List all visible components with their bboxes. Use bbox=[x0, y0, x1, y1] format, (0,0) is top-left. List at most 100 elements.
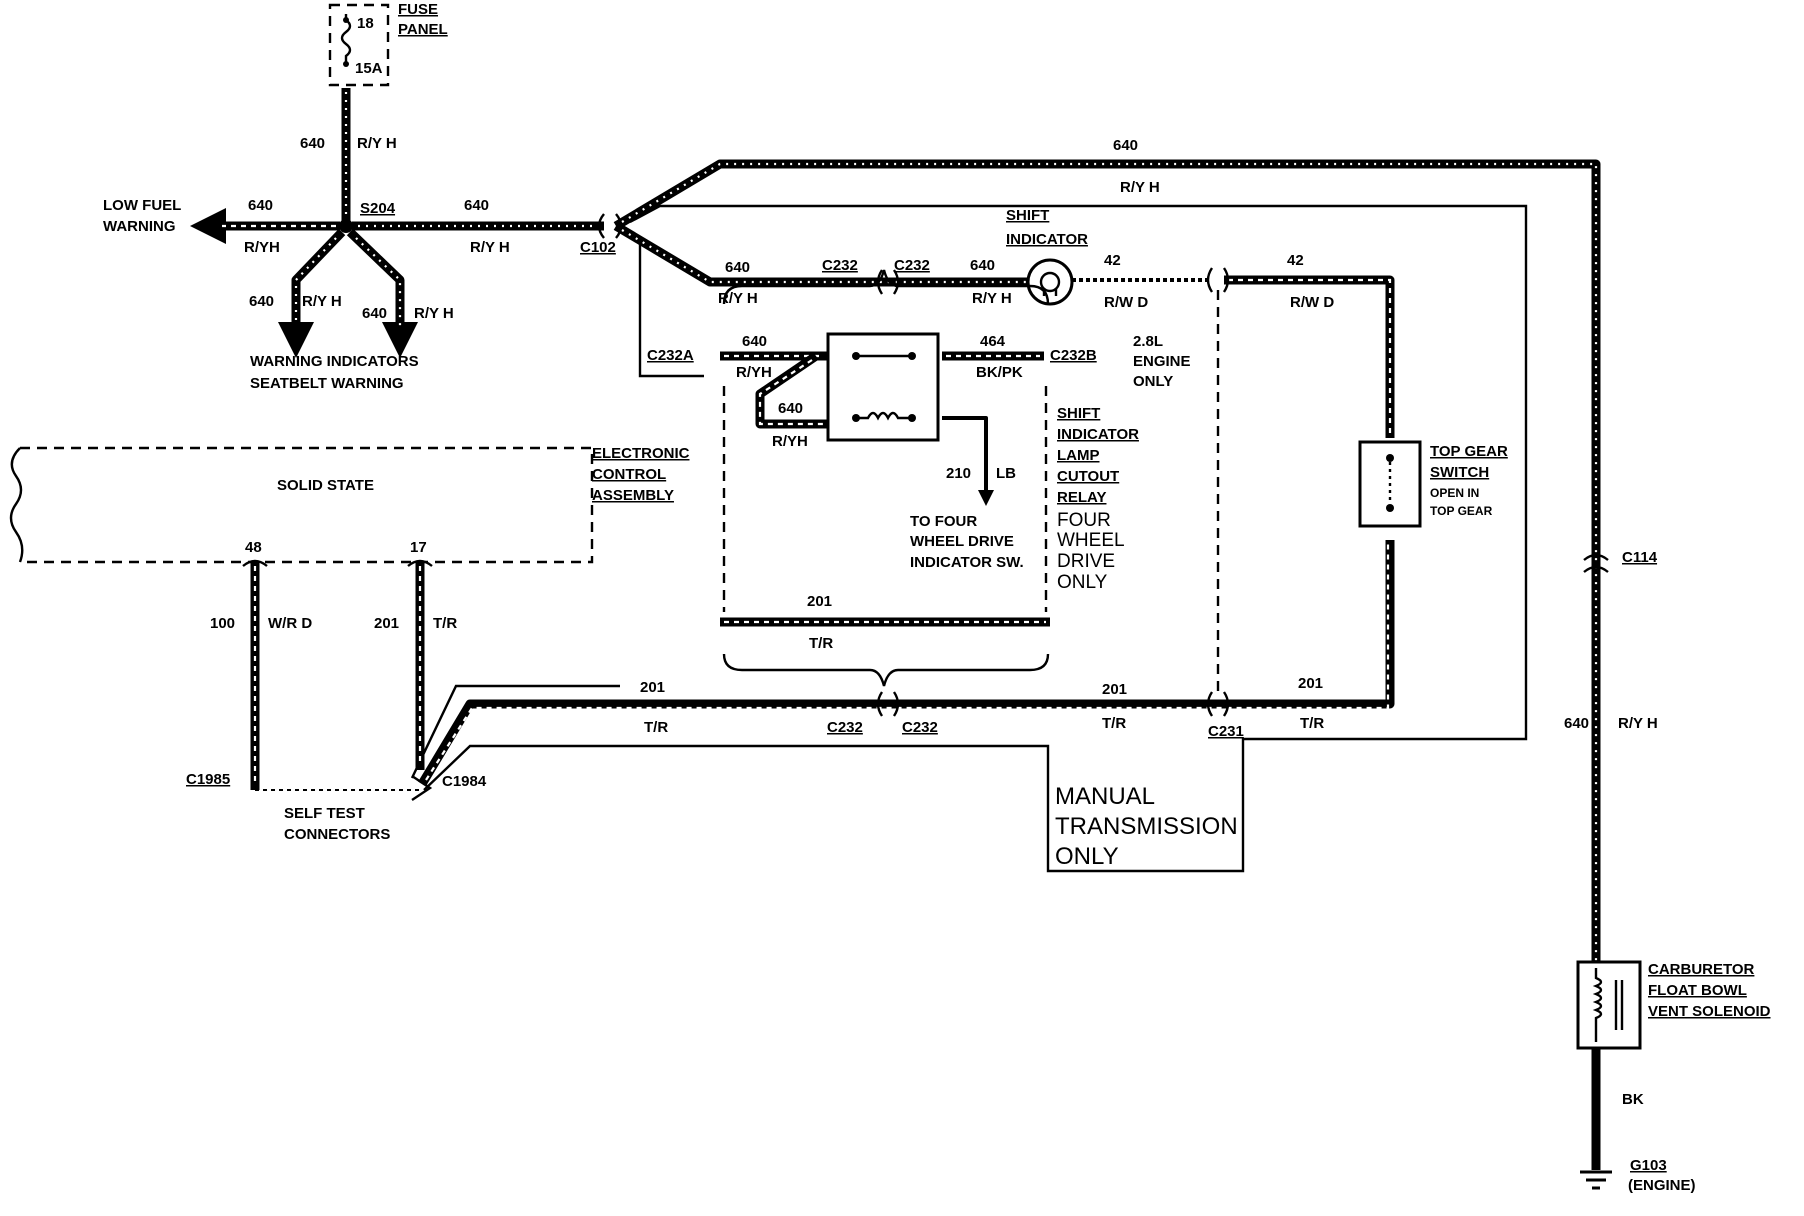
wire-color: T/R bbox=[433, 615, 457, 632]
splice-s204 bbox=[339, 219, 353, 233]
connector-c231-symbol bbox=[1206, 691, 1230, 717]
wire-number: 42 bbox=[1287, 252, 1304, 269]
shift-indicator-lamp bbox=[1026, 258, 1074, 306]
wire-number: 640 bbox=[362, 305, 387, 322]
eca-label: ELECTRONIC bbox=[592, 445, 690, 462]
wire-number: 100 bbox=[210, 615, 235, 632]
connector-c232: C232 bbox=[822, 257, 858, 274]
wire-color: R/Y H bbox=[302, 293, 342, 310]
shift-indicator-label-2: INDICATOR bbox=[1006, 231, 1088, 248]
connector-symbol bbox=[1206, 267, 1230, 293]
fwd-label-2: WHEEL bbox=[1057, 530, 1125, 551]
wire-number: 640 bbox=[778, 400, 803, 417]
manual-transmission-label-2: TRANSMISSION bbox=[1055, 813, 1238, 840]
wire-color: BK bbox=[1622, 1091, 1644, 1108]
relay-label-4: CUTOUT bbox=[1057, 468, 1119, 485]
wire-color: T/R bbox=[1102, 715, 1126, 732]
connector-c1984: C1984 bbox=[442, 773, 487, 790]
fuse-panel-label-2: PANEL bbox=[398, 21, 448, 38]
fuse-rating: 15A bbox=[355, 60, 383, 77]
wire-640-top-run bbox=[613, 159, 1601, 1126]
wire-number: 640 bbox=[464, 197, 489, 214]
fwd-label-4: ONLY bbox=[1057, 572, 1108, 593]
fwd-label-3: DRIVE bbox=[1057, 551, 1115, 572]
relay-label: SHIFT bbox=[1057, 405, 1100, 422]
splice-label: S204 bbox=[360, 200, 396, 217]
connector-c232-symbol bbox=[876, 691, 900, 717]
top-gear-label-2: SWITCH bbox=[1430, 464, 1489, 481]
low-fuel-label-2: WARNING bbox=[103, 218, 176, 235]
wire-color: R/Y H bbox=[972, 290, 1012, 307]
top-gear-label: TOP GEAR bbox=[1430, 443, 1508, 460]
eca-label-2: CONTROL bbox=[592, 466, 666, 483]
wire-640-warning-indicators bbox=[278, 228, 418, 358]
manual-transmission-outline bbox=[423, 204, 1528, 873]
connector-c114-symbol bbox=[1583, 553, 1609, 573]
wire-color: R/Y H bbox=[718, 290, 758, 307]
wire-color: T/R bbox=[809, 635, 833, 652]
connector-c1985: C1985 bbox=[186, 771, 230, 788]
bracket-bottom bbox=[722, 653, 1050, 687]
to-4wd-label: TO FOUR bbox=[910, 513, 977, 530]
wire-number: 201 bbox=[1298, 675, 1323, 692]
connector-symbol bbox=[407, 559, 433, 567]
pin-48: 48 bbox=[245, 539, 262, 556]
wire-42 bbox=[1072, 275, 1395, 438]
wire-number: 42 bbox=[1104, 252, 1121, 269]
to-4wd-label-2: WHEEL DRIVE bbox=[910, 533, 1014, 550]
ground-engine-label: (ENGINE) bbox=[1628, 1177, 1696, 1194]
wire-640-relay bbox=[720, 351, 828, 429]
connector-c1984-symbol bbox=[411, 775, 433, 801]
wire-number: 640 bbox=[300, 135, 325, 152]
connector-c232: C232 bbox=[827, 719, 863, 736]
wire-color: R/Y H bbox=[1120, 179, 1160, 196]
top-gear-label-3: OPEN IN bbox=[1430, 486, 1479, 500]
wire-color: R/W D bbox=[1104, 294, 1148, 311]
manual-transmission-label: MANUAL bbox=[1055, 783, 1155, 810]
wire-color: T/R bbox=[1300, 715, 1324, 732]
wire-color: R/YH bbox=[244, 239, 280, 256]
wire-color: R/Y H bbox=[357, 135, 397, 152]
wire-color: BK/PK bbox=[976, 364, 1023, 381]
four-wheel-drive-boundary bbox=[722, 386, 1048, 612]
connector-c114: C114 bbox=[1622, 549, 1658, 566]
wire-number: 640 bbox=[1113, 137, 1138, 154]
carburetor-label: CARBURETOR bbox=[1648, 961, 1755, 978]
bracket-top bbox=[722, 269, 1050, 305]
wire-640-shift-indicator bbox=[613, 222, 1030, 287]
engine-28-label: 2.8L bbox=[1133, 333, 1163, 350]
connector-c102: C102 bbox=[580, 239, 616, 256]
fuse-panel-label: FUSE bbox=[398, 1, 438, 18]
shift-indicator-relay bbox=[826, 332, 940, 442]
engine-28-label-2: ENGINE bbox=[1133, 353, 1191, 370]
c232a-link bbox=[638, 238, 704, 378]
ground-g103: G103 bbox=[1630, 1157, 1667, 1174]
wire-color: R/Y H bbox=[1618, 715, 1658, 732]
wire-number: 640 bbox=[725, 259, 750, 276]
electronic-control-assembly bbox=[9, 446, 594, 564]
ground-symbol bbox=[1580, 1170, 1612, 1190]
self-test-label-2: CONNECTORS bbox=[284, 826, 390, 843]
wire-number: 640 bbox=[970, 257, 995, 274]
connector-c232b: C232B bbox=[1050, 347, 1097, 364]
carburetor-label-3: VENT SOLENOID bbox=[1648, 1003, 1771, 1020]
warning-indicators-label: WARNING INDICATORS bbox=[250, 353, 419, 370]
connector-c231: C231 bbox=[1208, 723, 1244, 740]
fwd-label: FOUR bbox=[1057, 510, 1111, 531]
connector-c232: C232 bbox=[894, 257, 930, 274]
carburetor-solenoid bbox=[1576, 960, 1642, 1050]
connector-symbol bbox=[242, 559, 268, 567]
fuse-number: 18 bbox=[357, 15, 374, 32]
wire-color: R/Y H bbox=[414, 305, 454, 322]
relay-label-3: LAMP bbox=[1057, 447, 1100, 464]
wire-number: 640 bbox=[1564, 715, 1589, 732]
solid-state-label: SOLID STATE bbox=[277, 477, 374, 494]
self-test-label: SELF TEST bbox=[284, 805, 365, 822]
wire-number: 201 bbox=[640, 679, 665, 696]
fuse-panel: 18 15A FUSE PANEL bbox=[328, 1, 448, 87]
manual-transmission-label-3: ONLY bbox=[1055, 843, 1119, 870]
wire-number: 640 bbox=[249, 293, 274, 310]
connector-c232a: C232A bbox=[647, 347, 694, 364]
wire-number: 640 bbox=[248, 197, 273, 214]
